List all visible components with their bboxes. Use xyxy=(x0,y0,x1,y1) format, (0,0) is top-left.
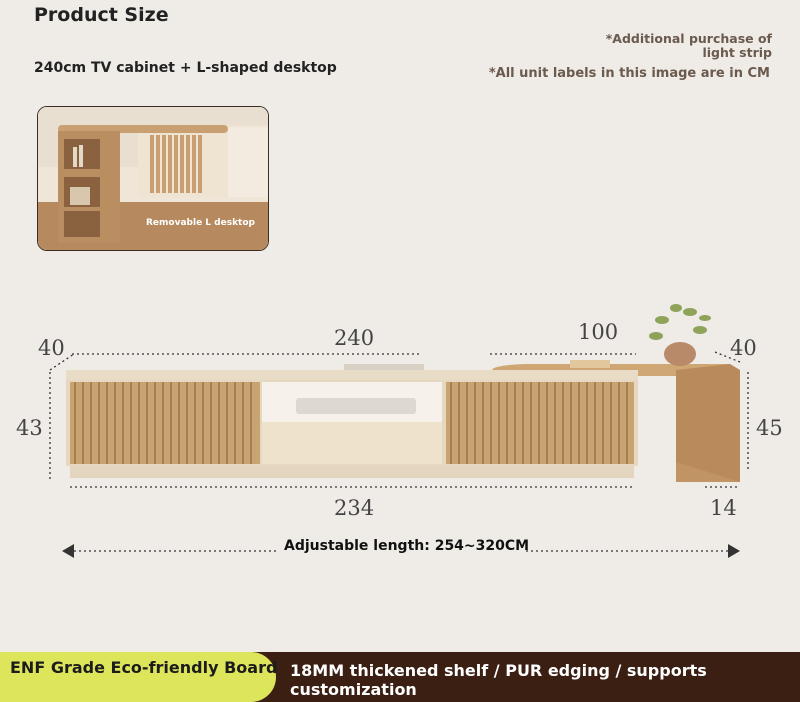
adjustable-length-label: Adjustable length: 254~320CM xyxy=(284,538,530,554)
tv-cabinet-illustration xyxy=(49,304,749,488)
light-strip-note: *Additional purchase of light strip xyxy=(605,31,772,60)
dim-left-height: 43 xyxy=(16,416,43,440)
dim-top-right-depth: 40 xyxy=(730,336,757,360)
units-note: *All unit labels in this image are in CM xyxy=(488,66,770,81)
dim-top-left-depth: 40 xyxy=(38,336,65,360)
adjustable-length-arrow xyxy=(62,544,740,558)
features-label: 18MM thickened shelf / PUR edging / supp… xyxy=(290,661,707,699)
product-photo xyxy=(37,106,269,251)
dim-right-height: 45 xyxy=(756,416,783,440)
page-title: Product Size xyxy=(34,4,169,26)
dim-leg-width: 14 xyxy=(710,496,737,520)
dim-desktop-length: 100 xyxy=(578,320,619,344)
photo-caption: Removable L desktop xyxy=(146,218,255,228)
eco-board-label: ENF Grade Eco-friendly Board xyxy=(10,658,278,677)
product-subtitle: 240cm TV cabinet + L-shaped desktop xyxy=(34,60,337,76)
dim-bottom-length: 234 xyxy=(334,496,375,520)
dim-total-length: 240 xyxy=(334,326,375,350)
footer-badge xyxy=(0,652,276,702)
